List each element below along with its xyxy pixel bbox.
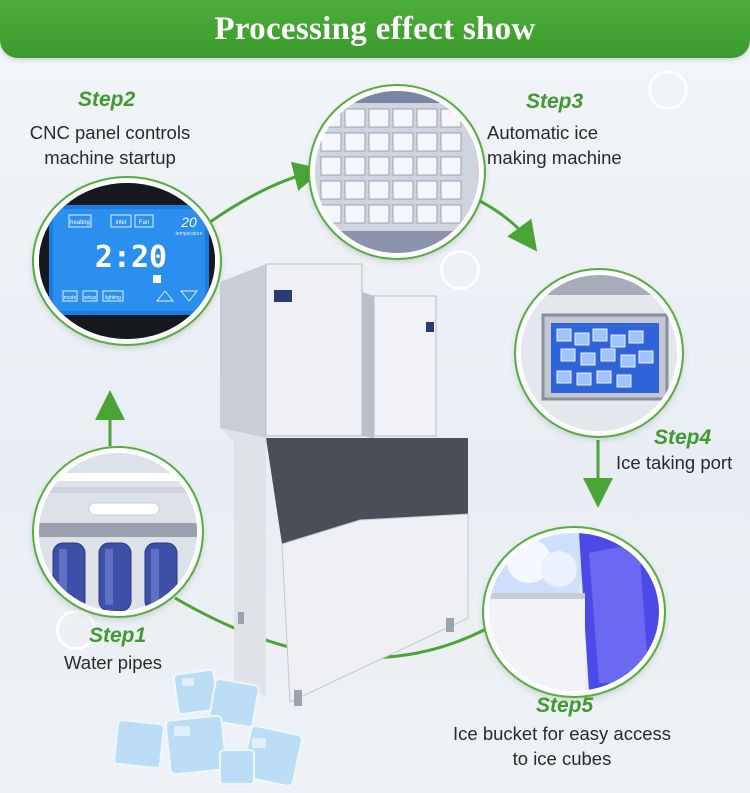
ice-grid-illustration — [315, 91, 479, 253]
panel-temperature-label: temperature — [176, 231, 203, 237]
step1-description-line1: Water pipes — [64, 652, 163, 673]
step4-image — [516, 270, 682, 436]
step4-title: Step4 — [654, 426, 712, 449]
panel-button-mode: mode — [64, 295, 77, 301]
step3-description-line1: Automatic ice — [487, 122, 599, 143]
step1-description: Water pipes — [64, 650, 162, 675]
water-pipes-illustration — [39, 453, 197, 611]
panel-button-heating: heating — [70, 220, 90, 226]
step5-title: Step5 — [536, 694, 594, 717]
page-title: Processing effect show — [214, 11, 536, 47]
step3-title: Step3 — [526, 90, 584, 113]
control-panel-illustration: heating inlet Fan 20 temperature 2:20 mo… — [39, 183, 215, 339]
step3-image — [310, 86, 484, 258]
arrow-step3-to-step4 — [469, 194, 538, 252]
header-banner — [0, 0, 750, 58]
step3-description: Automatic ice making machine — [487, 120, 622, 170]
panel-time: 2:20 — [95, 240, 167, 275]
panel-button-lighting: lighting — [105, 295, 121, 301]
step2-title: Step2 — [78, 88, 136, 111]
ice-port-illustration — [521, 275, 677, 431]
step5-description-line1: Ice bucket for easy access — [453, 723, 671, 744]
step3-description-line2: making machine — [487, 147, 622, 168]
watermark-logo — [56, 610, 96, 650]
step5-description: Ice bucket for easy access to ice cubes — [436, 721, 688, 771]
panel-button-inlet: inlet — [115, 220, 126, 226]
watermark-logo — [648, 70, 688, 110]
panel-button-setup: setup — [84, 295, 96, 301]
ice-bucket-illustration — [489, 533, 659, 691]
watermark-logo — [440, 250, 480, 290]
step2-description-line2: machine startup — [44, 147, 176, 168]
step4-description-line1: Ice taking port — [616, 452, 733, 473]
ice-cubes-decoration — [113, 668, 303, 787]
step2-image: heating inlet Fan 20 temperature 2:20 mo… — [34, 178, 220, 344]
panel-button-fan: Fan — [139, 220, 149, 226]
step1-image — [34, 448, 202, 616]
panel-temperature: 20 — [180, 214, 197, 230]
step1-title: Step1 — [89, 624, 147, 647]
step2-description: CNC panel controls machine startup — [14, 120, 206, 170]
step2-description-line1: CNC panel controls — [29, 122, 191, 143]
step4-description: Ice taking port — [616, 450, 732, 475]
ice-machine-illustration — [220, 263, 469, 706]
step5-image — [484, 528, 664, 696]
arrow-step2-to-step3 — [195, 161, 324, 234]
step5-description-line2: to ice cubes — [512, 748, 612, 769]
